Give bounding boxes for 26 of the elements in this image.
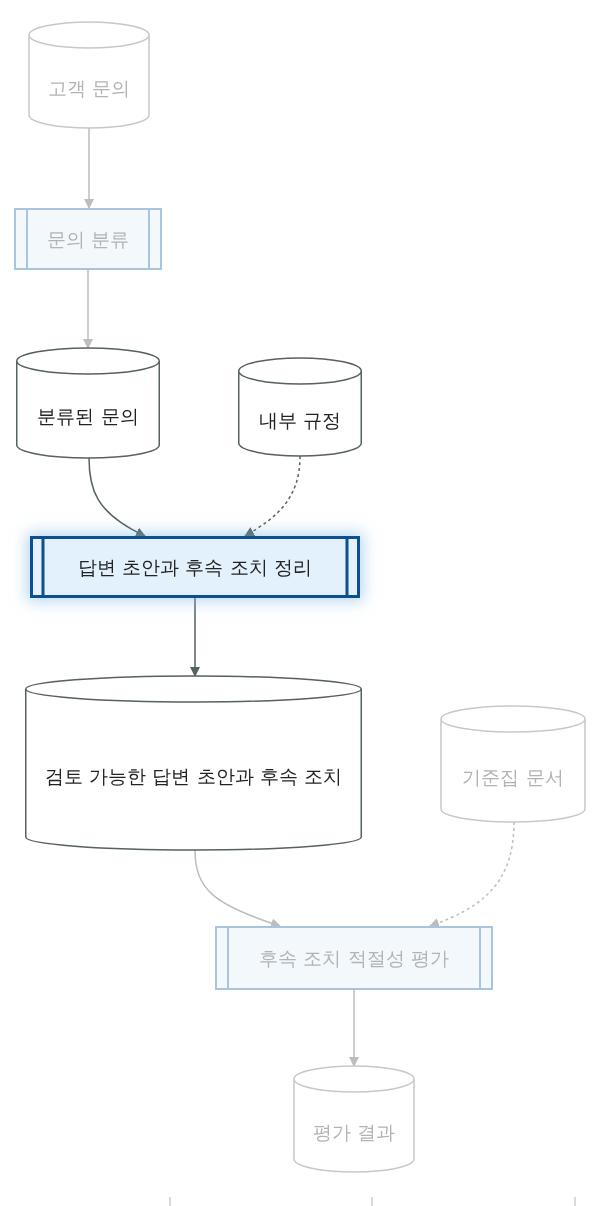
database-cylinder bbox=[238, 358, 362, 456]
node-label: 기준집 문서 bbox=[462, 764, 564, 790]
arrow bbox=[84, 127, 94, 209]
node-label: 고객 문의 bbox=[47, 75, 130, 101]
node-label: 문의 분류 bbox=[46, 226, 129, 252]
node-label: 분류된 문의 bbox=[37, 403, 139, 429]
arrow bbox=[244, 455, 301, 537]
node-label: 답변 초안과 후속 조치 정리 bbox=[78, 554, 312, 580]
database-cylinder bbox=[25, 676, 362, 850]
database-cylinder bbox=[16, 348, 160, 458]
node-label: 검토 가능한 답변 초안과 후속 조치 bbox=[45, 763, 342, 789]
arrow bbox=[349, 989, 359, 1067]
arrow bbox=[429, 821, 515, 928]
database-cylinder bbox=[28, 22, 150, 128]
arrow bbox=[83, 269, 93, 349]
database-cylinder bbox=[440, 706, 586, 822]
database-cylinder bbox=[293, 1066, 415, 1172]
arrow bbox=[190, 597, 200, 677]
node-label: 후속 조치 적절성 평가 bbox=[259, 945, 449, 971]
node-label: 내부 규정 bbox=[258, 407, 341, 433]
process-box bbox=[215, 926, 493, 990]
process-box bbox=[30, 536, 360, 598]
node-label: 평가 결과 bbox=[312, 1119, 395, 1145]
arrow bbox=[88, 457, 146, 537]
arrow bbox=[194, 849, 281, 928]
process-box bbox=[14, 208, 162, 270]
